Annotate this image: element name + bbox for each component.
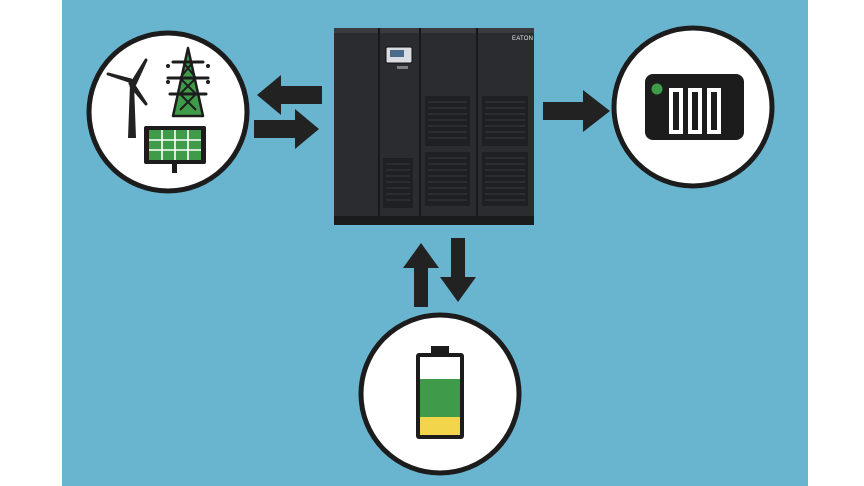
ups-unit-node [334, 28, 534, 225]
brand-badge: EATON [512, 36, 534, 42]
wind-turbine-icon [106, 58, 148, 138]
arrow-ups-to-load [543, 90, 610, 132]
load-node [611, 25, 775, 189]
arrow-ups-to-sources [257, 75, 322, 115]
arrow-ups-to-battery [440, 238, 476, 302]
battery-icon [416, 346, 464, 439]
ups-cabinet-icon [334, 28, 534, 225]
arrow-sources-to-ups [254, 109, 319, 149]
solar-panel-icon [144, 126, 206, 173]
energy-sources-node [86, 30, 250, 194]
battery-node [358, 312, 522, 476]
power-pylon-icon [166, 46, 210, 118]
server-rack-icon [645, 74, 744, 140]
arrow-battery-to-ups [403, 243, 439, 307]
